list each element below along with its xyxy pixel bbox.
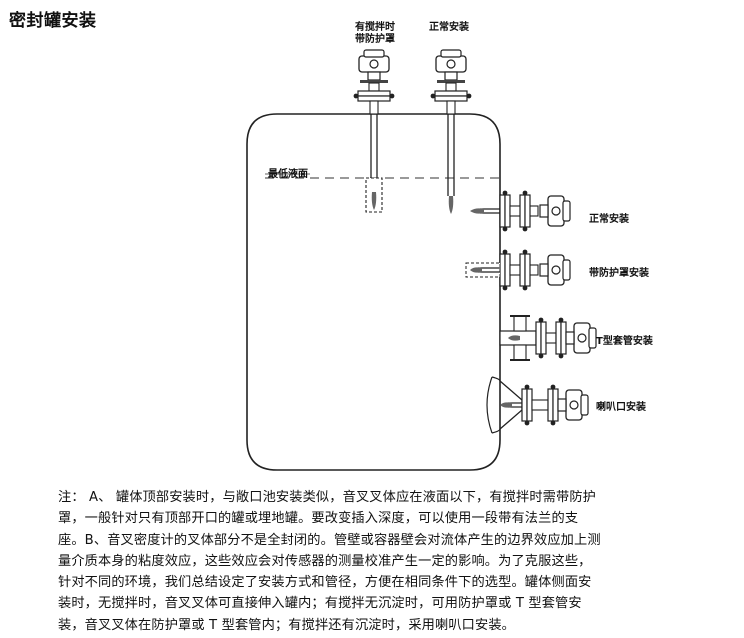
top-right-sensor	[430, 49, 472, 214]
note-line: 罩，一般针对只有顶部开口的罐或埋地罐。要改变插入深度，可以使用一段带有法兰的支	[58, 511, 579, 527]
label-side-cover: 带防护罩安装	[589, 268, 649, 279]
label-side-t-sleeve: T型套管安装	[596, 336, 653, 347]
page-title: 密封罐安装	[9, 11, 97, 31]
side-sensor-cover	[465, 249, 571, 291]
side-sensor-t-sleeve	[499, 315, 597, 361]
note-line: 量介质本身的粘度效应，这些效应会对传感器的测量校准产生一定的影响。为了克服这些，	[58, 553, 592, 569]
tank-outline	[246, 113, 501, 471]
label-top-left-line1: 有搅拌时	[355, 22, 395, 33]
label-side-horn: 喇叭口安装	[596, 402, 646, 413]
note-line: 装时，无搅拌时，音叉叉体可直接伸入罐内；有搅拌无沉淀时，可用防护罩或 T 型套管…	[58, 596, 582, 612]
installation-note: 注： A、 罐体顶部安装时，与敞口池安装类似，音叉叉体应在液面以下，有搅拌时需带…	[58, 487, 718, 636]
label-min-level: 最低液面	[268, 169, 308, 180]
side-sensor-normal	[470, 190, 571, 233]
top-left-sensor	[353, 49, 395, 213]
note-line: 装，音叉叉体在防护罩或 T 型套管内；有搅拌还有沉淀时，采用喇叭口安装。	[58, 617, 516, 633]
label-top-left-line2: 带防护罩	[355, 34, 395, 45]
note-line: 针对不同的环境，我们总结设定了安装方式和管径，方便在相同条件下的选型。罐体侧面安	[58, 575, 592, 591]
label-side-normal: 正常安装	[589, 214, 629, 225]
tank-installation-diagram	[246, 49, 597, 471]
side-sensor-horn	[486, 376, 589, 434]
note-line: 注： A、 罐体顶部安装时，与敞口池安装类似，音叉叉体应在液面以下，有搅拌时需带…	[58, 490, 597, 505]
label-top-right: 正常安装	[429, 22, 469, 33]
note-line: 座。B、音叉密度计的叉体部分不是全封闭的。管壁或容器壁会对流体产生的边界效应加上…	[58, 532, 601, 548]
